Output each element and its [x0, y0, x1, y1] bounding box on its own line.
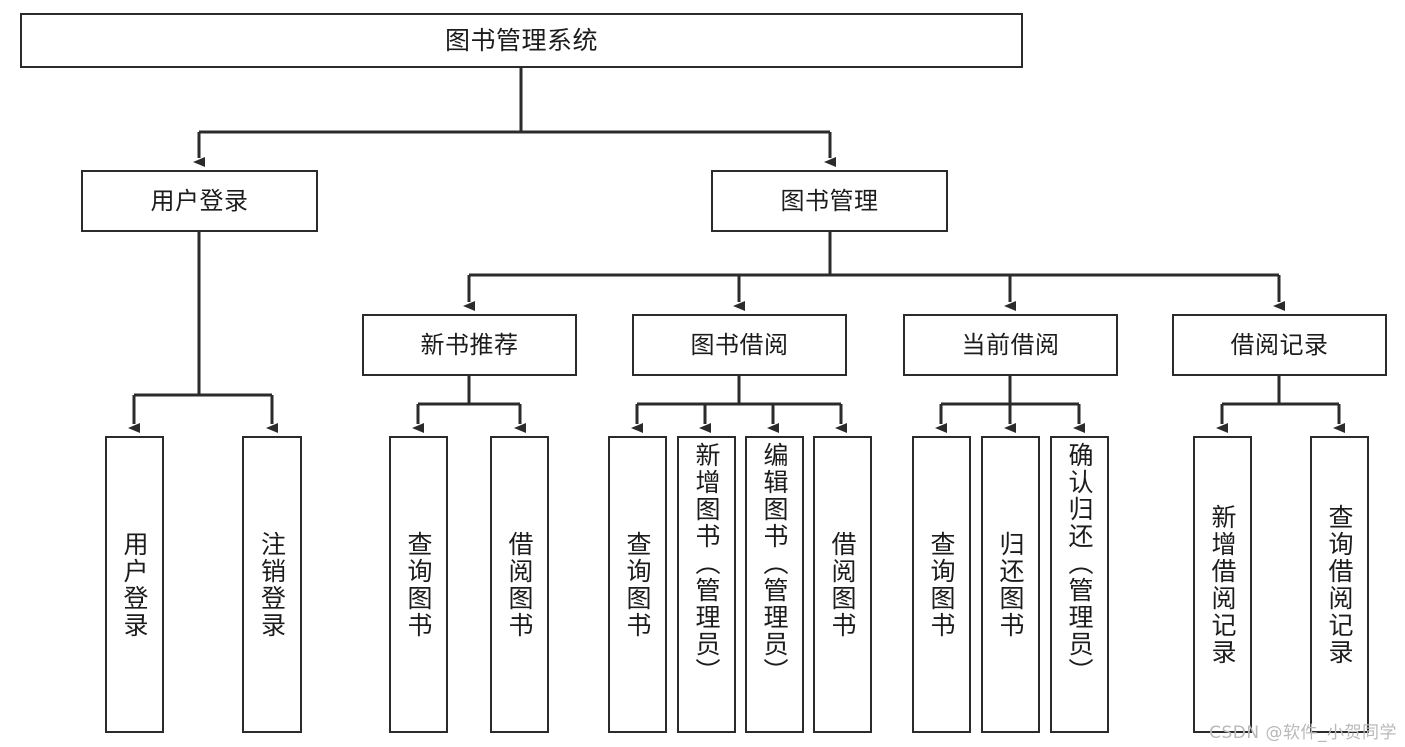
node-book-borrow[interactable]: 图书借阅	[632, 314, 847, 376]
leaf-borrow-borrow-book[interactable]: 借阅图书	[813, 436, 872, 733]
leaf-borrow-add-book-admin[interactable]: 新增图书（管理员）	[677, 436, 736, 733]
leaf-current-return-book[interactable]: 归还图书	[981, 436, 1040, 733]
node-new-book-recommend[interactable]: 新书推荐	[362, 314, 577, 376]
node-label: 查询图书	[404, 530, 433, 639]
leaf-current-confirm-return-admin[interactable]: 确认归还（管理员）	[1050, 436, 1109, 733]
node-label: 查询图书	[927, 530, 956, 639]
leaf-user-login-signout[interactable]: 注销登录	[242, 436, 302, 733]
leaf-current-query-book[interactable]: 查询图书	[912, 436, 971, 733]
node-label: 图书借阅	[690, 330, 789, 359]
node-label: 图书管理系统	[444, 25, 598, 55]
node-label: 查询借阅记录	[1325, 503, 1354, 666]
node-label: 借阅图书	[505, 530, 534, 639]
node-label: 借阅记录	[1230, 330, 1329, 359]
node-current-borrow[interactable]: 当前借阅	[903, 314, 1118, 376]
node-label: 归还图书	[996, 530, 1025, 639]
node-borrow-record[interactable]: 借阅记录	[1172, 314, 1387, 376]
node-root-system[interactable]: 图书管理系统	[20, 13, 1023, 68]
node-label: 新增图书（管理员）	[692, 442, 721, 685]
node-label: 注销登录	[257, 530, 287, 639]
leaf-recommend-query-book[interactable]: 查询图书	[389, 436, 448, 733]
node-label: 用户登录	[120, 530, 149, 639]
leaf-record-add-record[interactable]: 新增借阅记录	[1193, 436, 1252, 733]
leaf-borrow-edit-book-admin[interactable]: 编辑图书（管理员）	[745, 436, 804, 733]
node-book-management[interactable]: 图书管理	[711, 170, 948, 232]
leaf-borrow-query-book[interactable]: 查询图书	[608, 436, 667, 733]
node-user-login[interactable]: 用户登录	[81, 170, 318, 232]
node-label: 用户登录	[150, 186, 249, 215]
leaf-recommend-borrow-book[interactable]: 借阅图书	[490, 436, 549, 733]
node-label: 新增借阅记录	[1208, 503, 1237, 666]
node-label: 编辑图书（管理员）	[760, 442, 789, 685]
node-label: 查询图书	[623, 530, 652, 639]
node-label: 图书管理	[780, 186, 879, 215]
node-label: 新书推荐	[420, 330, 519, 359]
node-label: 借阅图书	[828, 530, 857, 639]
node-label: 当前借阅	[961, 330, 1060, 359]
node-label: 确认归还（管理员）	[1065, 442, 1094, 685]
csdn-watermark: CSDN @软件_小贺同学	[1209, 723, 1397, 743]
leaf-record-query-record[interactable]: 查询借阅记录	[1310, 436, 1369, 733]
leaf-user-login-signin[interactable]: 用户登录	[105, 436, 164, 733]
